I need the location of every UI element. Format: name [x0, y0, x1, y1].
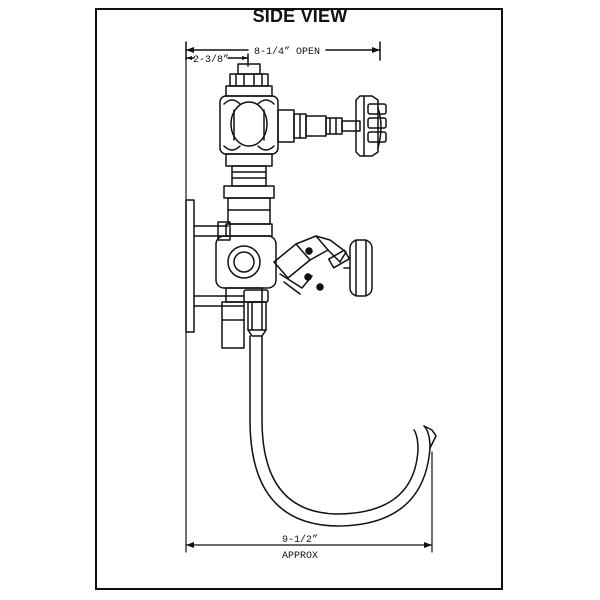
diagram-title: SIDE VIEW	[252, 6, 348, 26]
bottom-approx-note: APPROX	[282, 551, 318, 562]
bottom-width-label: 9-1/2”	[282, 534, 318, 546]
spout-connector	[243, 289, 269, 337]
gooseneck-spout	[249, 335, 437, 527]
top-stem-cap	[225, 63, 273, 97]
upper-neck	[223, 153, 275, 225]
lower-handwheel	[343, 239, 373, 297]
overall-width-dimension	[185, 41, 381, 61]
handle-offset-label: 2-3/8”	[193, 54, 229, 66]
upper-handwheel	[355, 95, 387, 157]
overall-width-label: 8-1/4” OPEN	[254, 46, 320, 58]
upper-valve-body	[219, 95, 279, 155]
upper-side-outlet	[277, 109, 361, 143]
diagram-frame	[95, 8, 503, 590]
lower-angled-stem	[273, 235, 351, 295]
lower-valve-body	[215, 223, 277, 349]
bottom-width-dimension	[185, 451, 433, 553]
